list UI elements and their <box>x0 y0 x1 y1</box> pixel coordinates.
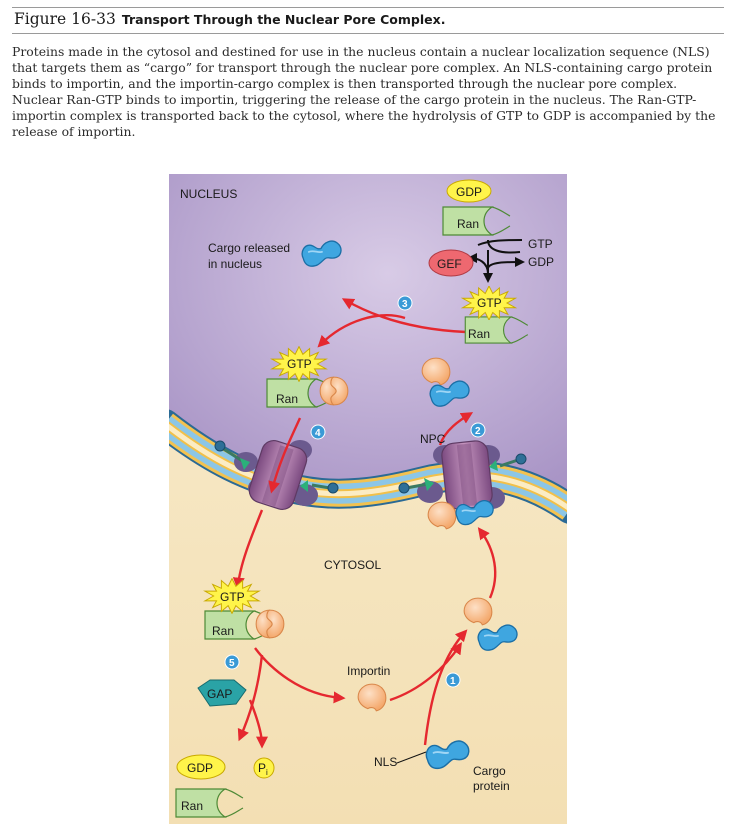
arrow-to-npc <box>477 527 497 599</box>
nuclear-envelope <box>169 409 567 524</box>
svg-text:4: 4 <box>315 428 321 439</box>
nls-label: NLS <box>374 755 397 769</box>
title-rule-bottom <box>12 33 724 34</box>
nucleus-label: NUCLEUS <box>180 187 237 201</box>
gef-label: GEF <box>437 257 462 271</box>
step-badge-2: 2 <box>470 422 486 438</box>
swap-gtp-label: GTP <box>528 237 553 251</box>
arrow-to-pi <box>248 699 268 749</box>
gtp-label-nucleus: GTP <box>477 296 502 310</box>
protein-label: protein <box>473 779 510 793</box>
cytosol-label: CYTOSOL <box>324 558 381 572</box>
figure-caption: Proteins made in the cytosol and destine… <box>12 44 726 140</box>
ran-gtp-importin-cytosol: Ran GTP <box>204 578 285 640</box>
pi-label: P <box>258 761 266 775</box>
arrow-release-importin <box>254 647 346 704</box>
figure-number: Figure 16-33 <box>14 10 116 28</box>
ran-gtp-importin-nucleus: Ran GTP <box>266 346 349 408</box>
gef-exchange-arrows <box>467 239 525 283</box>
gef-enzyme: GEF <box>428 249 474 277</box>
arrow-step3-to-rangtp <box>317 314 406 348</box>
arrow-step2 <box>438 412 474 446</box>
arrow-release-cargo <box>341 298 467 334</box>
gtp-label-complex: GTP <box>287 357 312 371</box>
importin-label: Importin <box>347 664 390 678</box>
gtp-label-cytosol: GTP <box>220 590 245 604</box>
ran-label-complex: Ran <box>276 392 298 406</box>
ran-gtp-nucleus: Ran GTP <box>462 286 529 344</box>
ran-label-cytosol: Ran <box>212 624 234 638</box>
step-badge-5: 5 <box>224 654 240 670</box>
svg-text:3: 3 <box>402 299 408 310</box>
figure-name: Transport Through the Nuclear Pore Compl… <box>121 12 446 27</box>
gdp-label-top: GDP <box>456 185 482 199</box>
gap-enzyme: GAP <box>197 679 247 707</box>
transport-arrows <box>232 298 497 749</box>
arrow-step1-up <box>423 629 468 746</box>
step-badge-3: 3 <box>397 295 413 311</box>
arrow-to-gdp <box>237 654 264 742</box>
diagram-panel: Ran GDP GEF GTP GDP Ran GTP Cargo releas… <box>169 174 567 824</box>
cargo-label: Cargo <box>473 764 506 778</box>
arrow-step4-into-npc <box>268 417 302 494</box>
svg-text:5: 5 <box>229 658 235 669</box>
ran-label-nucleus: Ran <box>468 327 490 341</box>
ran-gdp-top: Ran GDP <box>442 179 511 236</box>
in-nucleus-label: in nucleus <box>208 257 262 271</box>
arrow-importin-join <box>389 641 462 702</box>
pi-subscript: i <box>266 768 268 777</box>
nls-leader <box>396 751 427 764</box>
step-badge-1: 1 <box>445 672 461 688</box>
ran-label-top: Ran <box>457 217 479 231</box>
svg-text:1: 1 <box>450 676 456 687</box>
phosphate: P i <box>253 757 275 779</box>
ran-label-bottom: Ran <box>181 799 203 813</box>
title-rule-top <box>12 7 724 8</box>
npc-label: NPC <box>420 432 446 446</box>
gdp-label-bottom: GDP <box>187 761 213 775</box>
cargo-released-label: Cargo released <box>208 241 290 255</box>
gap-label: GAP <box>207 687 232 701</box>
step-badge-4: 4 <box>310 424 326 440</box>
figure-title: Figure 16-33 Transport Through the Nuclea… <box>14 10 445 28</box>
svg-text:2: 2 <box>475 426 481 437</box>
ran-gdp-bottom: GDP Ran <box>175 754 244 818</box>
arrow-to-cytosol <box>232 509 264 590</box>
npc-right <box>398 440 527 510</box>
caption-text: Proteins made in the cytosol and destine… <box>12 44 716 139</box>
swap-gdp-label: GDP <box>528 255 554 269</box>
